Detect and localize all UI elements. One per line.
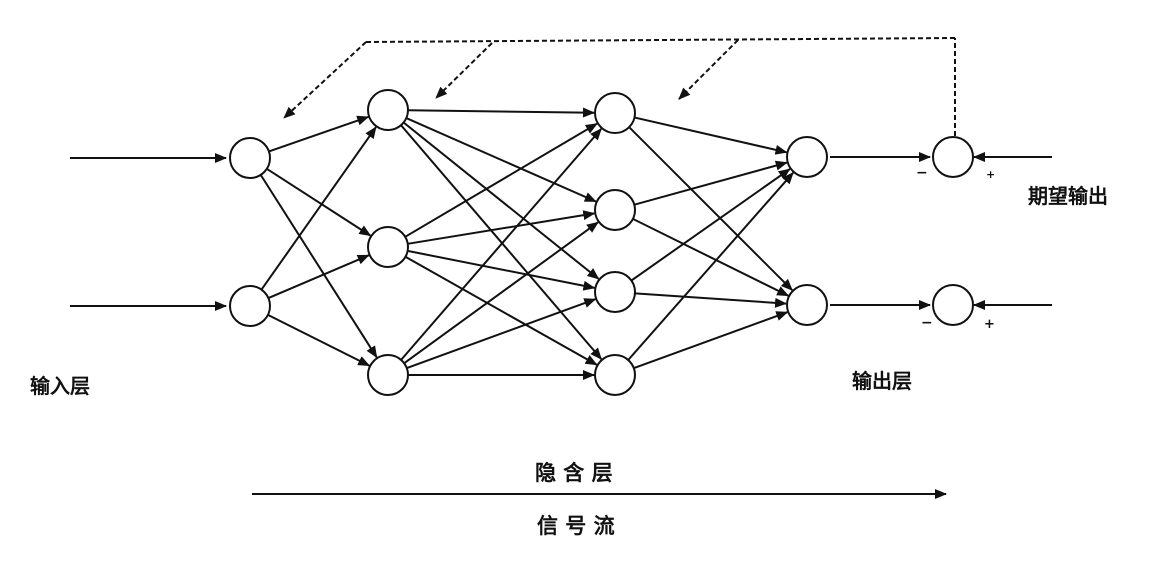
edge-hidden1-hidden2-1-3 xyxy=(402,121,600,280)
hidden1-node-2 xyxy=(367,226,409,268)
output-layer-label: 输出层 xyxy=(852,369,912,393)
plus-sign-bottom: + xyxy=(984,317,995,332)
edge-hidden1-hidden2-3-3 xyxy=(406,298,597,370)
plus-sign-top: + xyxy=(986,168,996,181)
output-node-1 xyxy=(786,136,828,178)
edge-hidden2-output-1-2 xyxy=(628,126,793,291)
output-node-2 xyxy=(786,284,828,326)
edge-hidden2-output-3-2 xyxy=(634,292,787,308)
edge-hidden2-output-3-1 xyxy=(630,168,791,282)
hidden-layer-label: 隐 含 层 xyxy=(535,461,613,485)
edge-hidden1-hidden2-2-3 xyxy=(407,249,596,291)
hidden2-node-2 xyxy=(594,189,636,231)
edge-hidden1-hidden2-2-1 xyxy=(404,122,598,238)
network-nodes xyxy=(229,89,974,396)
edge-input-hidden1-1-1 xyxy=(268,115,370,153)
network-edges xyxy=(259,107,794,380)
edge-hidden1-hidden2-1-2 xyxy=(405,117,597,203)
edge-hidden2-output-4-2 xyxy=(633,311,789,370)
edge-hidden2-output-2-2 xyxy=(632,218,790,297)
edge-hidden2-output-1-1 xyxy=(634,116,788,155)
edge-input-hidden1-2-3 xyxy=(267,314,371,367)
hidden1-node-3 xyxy=(367,354,409,396)
edge-hidden2-output-2-1 xyxy=(634,160,788,206)
error-node-1 xyxy=(932,136,974,178)
signal-flow-label: 信 号 流 xyxy=(537,514,615,538)
hidden2-node-3 xyxy=(594,271,636,313)
edge-hidden1-hidden2-1-1 xyxy=(407,107,595,118)
hidden2-node-1 xyxy=(594,92,636,134)
minus-sign-top: − xyxy=(916,165,928,181)
error-feedback-path xyxy=(283,37,956,136)
edge-hidden1-hidden2-1-4 xyxy=(400,124,603,360)
minus-sign-bottom: − xyxy=(921,315,933,331)
edge-hidden1-hidden2-2-2 xyxy=(407,210,596,245)
input-layer-label: 输入层 xyxy=(30,374,90,398)
edge-hidden1-hidden2-3-2 xyxy=(403,221,599,365)
edge-input-hidden1-2-2 xyxy=(268,254,370,300)
hidden2-node-4 xyxy=(594,354,636,396)
input-node-2 xyxy=(229,285,271,327)
edge-hidden1-hidden2-3-1 xyxy=(400,128,602,361)
input-node-1 xyxy=(229,137,271,179)
desired-output-label: 期望输出 xyxy=(1028,184,1108,208)
edge-input-hidden1-1-3 xyxy=(259,174,378,359)
edge-input-hidden1-2-1 xyxy=(260,126,377,291)
error-node-2 xyxy=(932,284,974,326)
hidden1-node-1 xyxy=(367,89,409,131)
edge-hidden2-output-4-1 xyxy=(627,172,794,361)
edge-hidden1-hidden2-2-4 xyxy=(404,255,598,366)
edge-input-hidden1-1-2 xyxy=(266,167,372,237)
